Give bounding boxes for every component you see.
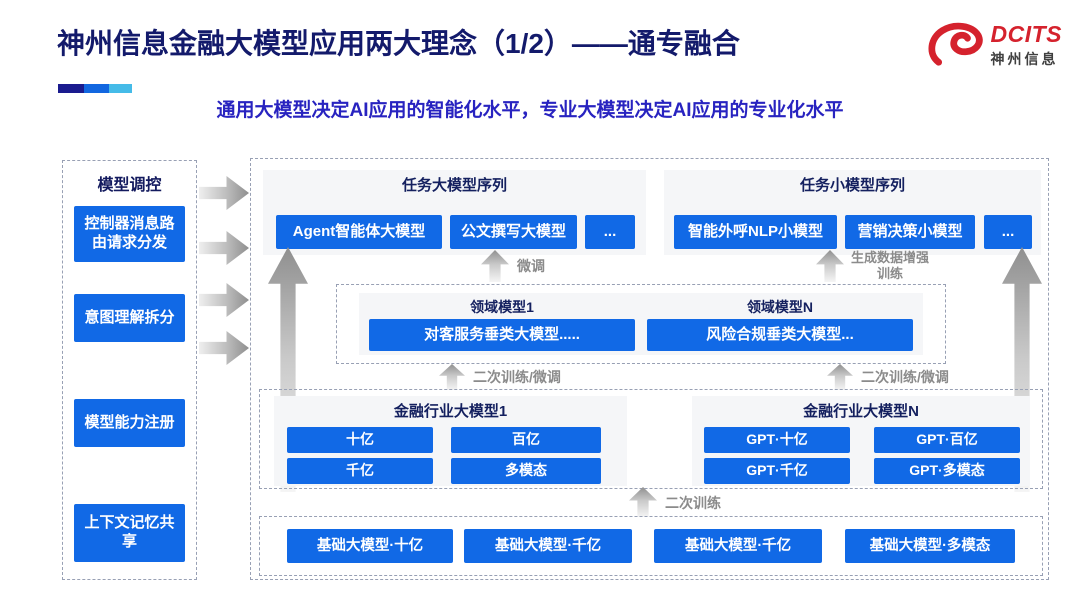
domain-model-1-group: 领域模型1 对客服务垂类大模型..... <box>359 293 645 355</box>
arrow-right-icon <box>199 283 249 317</box>
base-models-box: 基础大模型·十亿 基础大模型·千亿 基础大模型·千亿 基础大模型·多模态 <box>259 516 1043 576</box>
task-small-model-group: 任务小模型序列 智能外呼NLP小模型 营销决策小模型 ... <box>664 170 1041 255</box>
accent-bar-segment <box>58 84 84 93</box>
node-ten-billion: 百亿 <box>451 427 601 453</box>
node-multimodal: 多模态 <box>451 458 601 484</box>
page-title: 神州信息金融大模型应用两大理念（1/2）——通专融合 <box>57 28 740 59</box>
sidebar-item-message-routing: 控制器消息路由请求分发 <box>74 206 185 262</box>
node-base-model-hundred-billion: 基础大模型·千亿 <box>464 529 632 563</box>
node-outbound-nlp-model: 智能外呼NLP小模型 <box>674 215 837 249</box>
node-base-model-multimodal: 基础大模型·多模态 <box>845 529 1015 563</box>
node-customer-service-model: 对客服务垂类大模型..... <box>369 319 635 351</box>
node-gpt-ten-billion: GPT·百亿 <box>874 427 1020 453</box>
dcits-swirl-icon <box>927 18 985 73</box>
node-hundred-billion: 千亿 <box>287 458 433 484</box>
sidebar-item-context-memory: 上下文记忆共享 <box>74 504 185 562</box>
retrain-label: 二次训练 <box>665 495 721 511</box>
node-base-model-hundred-billion: 基础大模型·千亿 <box>654 529 822 563</box>
accent-bar-segment <box>109 84 132 93</box>
sidebar-title: 模型调控 <box>97 177 162 194</box>
node-agent-large-model: Agent智能体大模型 <box>276 215 442 249</box>
arrow-up-icon <box>439 364 465 390</box>
node-risk-compliance-model: 风险合规垂类大模型... <box>647 319 913 351</box>
group-title: 领域模型1 <box>470 299 534 315</box>
accent-bar-segment <box>84 84 109 93</box>
node-gpt-billion: GPT·十亿 <box>704 427 850 453</box>
retrain-finetune-label: 二次训练/微调 <box>473 369 561 385</box>
sidebar-model-control: 模型调控 控制器消息路由请求分发 意图理解拆分 模型能力注册 上下文记忆共享 <box>62 160 197 580</box>
group-title: 任务小模型序列 <box>799 177 905 194</box>
industry-model-1-group: 金融行业大模型1 十亿 百亿 千亿 多模态 <box>274 396 627 486</box>
logo-company-text: 神州信息 <box>990 50 1059 67</box>
finetune-label: 微调 <box>517 258 545 274</box>
sidebar-item-intent-split: 意图理解拆分 <box>74 294 185 342</box>
domain-model-n-group: 领域模型N 风险合规垂类大模型... <box>637 293 923 355</box>
slide-subtitle: 通用大模型决定AI应用的智能化水平，专业大模型决定AI应用的专业化水平 <box>216 100 844 121</box>
augment-train-label: 生成数据增强训练 <box>850 250 929 282</box>
logo-brand-text: DCITS <box>990 20 1062 47</box>
domain-models-box: 领域模型1 对客服务垂类大模型..... 领域模型N 风险合规垂类大模型... <box>336 284 946 364</box>
arrow-right-icon <box>199 331 249 365</box>
arrow-right-icon <box>199 231 249 265</box>
arrow-up-icon <box>629 487 657 517</box>
sidebar-item-capability-register: 模型能力注册 <box>74 399 185 447</box>
node-billion: 十亿 <box>287 427 433 453</box>
industry-models-box: 金融行业大模型1 十亿 百亿 千亿 多模态 金融行业大模型N GPT·十亿 GP… <box>259 389 1043 489</box>
arrow-right-icon <box>199 176 249 210</box>
group-title: 金融行业大模型1 <box>393 403 508 420</box>
node-document-writing-model: 公文撰写大模型 <box>450 215 577 249</box>
node-marketing-decision-model: 营销决策小模型 <box>845 215 975 249</box>
node-more-ellipsis: ... <box>984 215 1032 249</box>
group-title: 任务大模型序列 <box>401 177 507 194</box>
node-gpt-hundred-billion: GPT·千亿 <box>704 458 850 484</box>
node-gpt-multimodal: GPT·多模态 <box>874 458 1020 484</box>
arrow-up-icon <box>827 364 853 390</box>
retrain-finetune-label: 二次训练/微调 <box>861 369 949 385</box>
node-more-ellipsis: ... <box>585 215 635 249</box>
task-large-model-group: 任务大模型序列 Agent智能体大模型 公文撰写大模型 ... <box>263 170 646 255</box>
industry-model-n-group: 金融行业大模型N GPT·十亿 GPT·百亿 GPT·千亿 GPT·多模态 <box>692 396 1030 486</box>
dcits-logo: DCITS 神州信息 <box>927 18 1063 73</box>
node-base-model-billion: 基础大模型·十亿 <box>287 529 453 563</box>
group-title: 金融行业大模型N <box>803 403 919 420</box>
main-diagram-panel: 任务大模型序列 Agent智能体大模型 公文撰写大模型 ... 任务小模型序列 … <box>250 158 1049 580</box>
accent-bar <box>58 84 132 93</box>
group-title: 领域模型N <box>746 299 814 315</box>
